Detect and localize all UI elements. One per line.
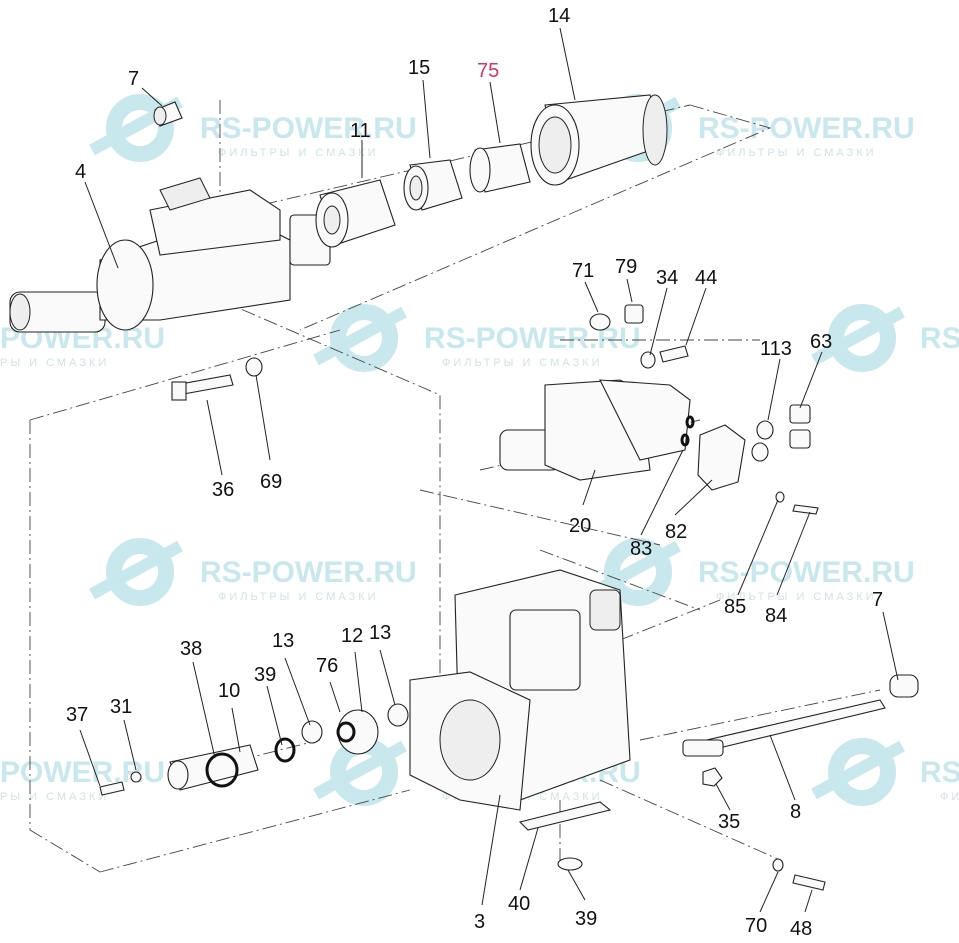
bearing-15 <box>403 159 463 211</box>
label-part-39-left: 39 <box>254 664 276 686</box>
watermark-tagline-edge: ФИЛЬТРЫ И СМАЗКИ <box>940 791 959 803</box>
watermark-tagline: ФИЛЬТРЫ И СМАЗКИ <box>716 147 877 159</box>
watermark-center-left: RS-POWER.RU ФИЛЬТРЫ И СМАЗКИ <box>89 538 417 606</box>
gear-11 <box>315 179 396 248</box>
label-part-84: 84 <box>765 605 787 627</box>
label-part-48: 48 <box>790 918 812 940</box>
watermark-logo-icon <box>811 304 905 372</box>
housing-3 <box>409 569 631 811</box>
label-part-82: 82 <box>665 521 687 543</box>
watermark-logo-icon <box>313 304 407 372</box>
watermark-tagline: ФИЛЬТРЫ И СМАЗКИ <box>218 147 379 159</box>
watermark-brand: RS-POWER.RU <box>698 112 915 145</box>
gasket-40-oring-39 <box>518 801 612 871</box>
nut-35 <box>702 767 723 787</box>
label-part-83: 83 <box>630 538 652 560</box>
label-part-113: 113 <box>760 338 792 360</box>
label-part-3: 3 <box>474 911 485 933</box>
label-part-75: 75 <box>477 60 499 82</box>
label-part-63: 63 <box>810 331 832 353</box>
block-82 <box>697 424 746 491</box>
label-part-15: 15 <box>408 57 430 79</box>
watermark-tagline: ФИЛЬТРЫ И СМАЗКИ <box>716 591 877 603</box>
shaft-8 <box>682 674 919 757</box>
gear-set-12-76 <box>301 703 409 755</box>
leader-lines <box>79 27 899 913</box>
washer-34-bolt-44 <box>640 345 689 369</box>
gear-sleeve-14 <box>530 94 668 186</box>
label-part-12: 12 <box>341 625 363 647</box>
label-part-7-right: 7 <box>872 589 883 611</box>
watermark-bottom-right: RS ФИЛЬТРЫ И СМАЗКИ <box>811 738 959 806</box>
watermark-brand-cut: POWER.RU <box>0 756 165 789</box>
watermark-logo-icon <box>811 738 905 806</box>
screw-37-washer-31 <box>99 771 142 796</box>
watermark-tagline: ФИЛЬТРЫ И СМАЗКИ <box>442 357 603 369</box>
watermark-tagline: ФИЛЬТРЫ И СМАЗКИ <box>218 591 379 603</box>
label-part-20: 20 <box>569 515 591 537</box>
label-part-14: 14 <box>548 5 570 27</box>
label-part-11: 11 <box>350 120 371 142</box>
watermark-logo-icon <box>89 538 183 606</box>
ring-75 <box>469 143 531 193</box>
label-part-85: 85 <box>724 596 746 618</box>
label-part-70: 70 <box>745 915 767 937</box>
watermark-brand-edge: RS <box>920 756 959 789</box>
label-part-7-top: 7 <box>128 68 139 90</box>
label-part-39-bottom: 39 <box>575 908 597 930</box>
label-part-10: 10 <box>218 680 240 702</box>
label-part-4: 4 <box>75 161 86 183</box>
watermark-brand: RS-POWER.RU <box>698 556 915 589</box>
watermark-tagline-cut: РЫ И СМАЗКИ <box>0 357 109 369</box>
plug-7-top <box>153 101 183 127</box>
label-part-36: 36 <box>212 479 234 501</box>
label-part-37: 37 <box>66 704 88 726</box>
label-part-34: 34 <box>656 267 678 289</box>
fittings-71-79 <box>589 304 644 331</box>
label-part-38: 38 <box>180 638 202 660</box>
watermark-mid-left-edge: POWER.RU РЫ И СМАЗКИ <box>0 322 165 369</box>
pump-assembly-4 <box>9 177 331 333</box>
label-part-76: 76 <box>316 655 338 677</box>
label-part-40: 40 <box>508 893 530 915</box>
washer-85-bolt-84 <box>775 491 819 515</box>
label-part-69: 69 <box>260 471 282 493</box>
fittings-113-63 <box>751 404 811 462</box>
label-part-44: 44 <box>695 267 717 289</box>
label-part-13-right: 13 <box>369 622 391 644</box>
motor-20 <box>499 379 691 481</box>
pin-10-cap-38 <box>167 737 296 791</box>
watermark-mid-right: RS <box>811 304 959 372</box>
bolt-36-washer-69 <box>171 357 263 401</box>
label-part-35: 35 <box>718 811 740 833</box>
watermark-brand-edge: RS <box>920 322 959 355</box>
assembly-centerlines <box>29 100 881 873</box>
washer-70-bolt-48 <box>772 858 826 891</box>
label-part-71: 71 <box>572 260 594 282</box>
part-number-labels: 7 4 11 15 75 14 71 79 34 44 113 63 36 69… <box>66 5 883 940</box>
label-part-79: 79 <box>615 256 637 278</box>
label-part-13-left: 13 <box>272 630 294 652</box>
watermark-brand: RS-POWER.RU <box>200 556 417 589</box>
watermark-tagline-cut: РЫ И СМАЗКИ <box>0 791 109 803</box>
watermark-brand: RS-POWER.RU <box>200 112 417 145</box>
o-rings-83 <box>680 415 695 447</box>
label-part-8: 8 <box>790 801 801 823</box>
label-part-31: 31 <box>110 696 132 718</box>
